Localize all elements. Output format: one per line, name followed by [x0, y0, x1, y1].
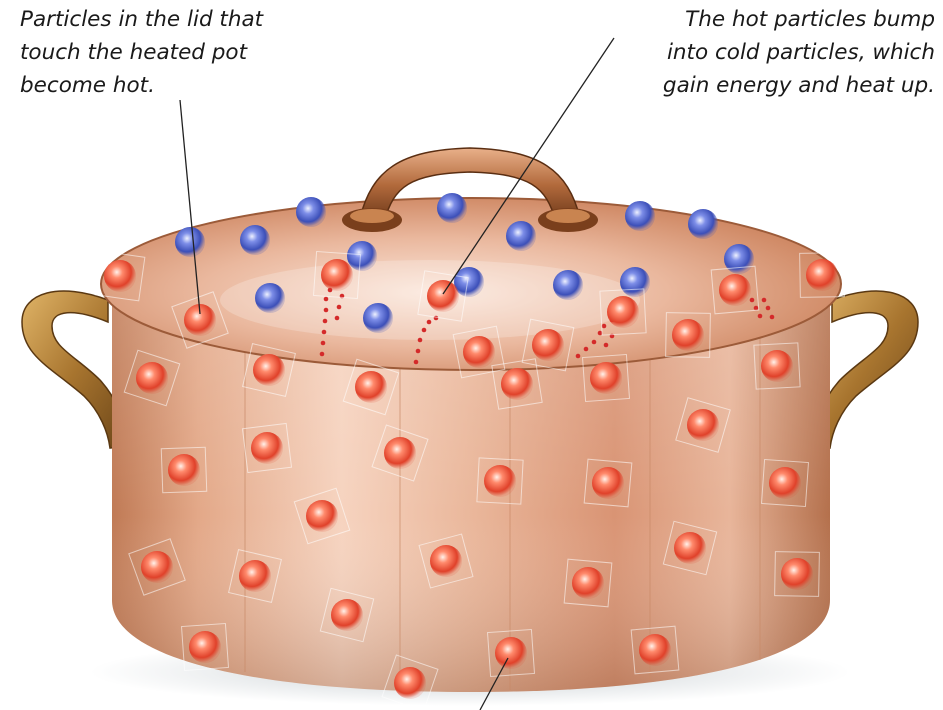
- cold-particle-icon: [255, 283, 285, 313]
- cold-particle-icon: [553, 270, 583, 300]
- cold-particle-icon: [506, 221, 536, 251]
- cold-particle-icon: [363, 303, 393, 333]
- cold-particle-icon: [437, 193, 467, 223]
- cold-particle-icon: [240, 225, 270, 255]
- caption-lid-particles: Particles in the lid that touch the heat…: [20, 3, 350, 102]
- cold-particle-icon: [175, 227, 205, 257]
- cold-particle-icon: [620, 267, 650, 297]
- cold-particle-icon: [625, 201, 655, 231]
- cold-particle-icon: [724, 244, 754, 274]
- caption-collision: The hot particles bump into cold particl…: [575, 3, 935, 102]
- cold-particle-icon: [296, 197, 326, 227]
- cold-particle-icon: [347, 241, 377, 271]
- cold-particle-icon: [688, 209, 718, 239]
